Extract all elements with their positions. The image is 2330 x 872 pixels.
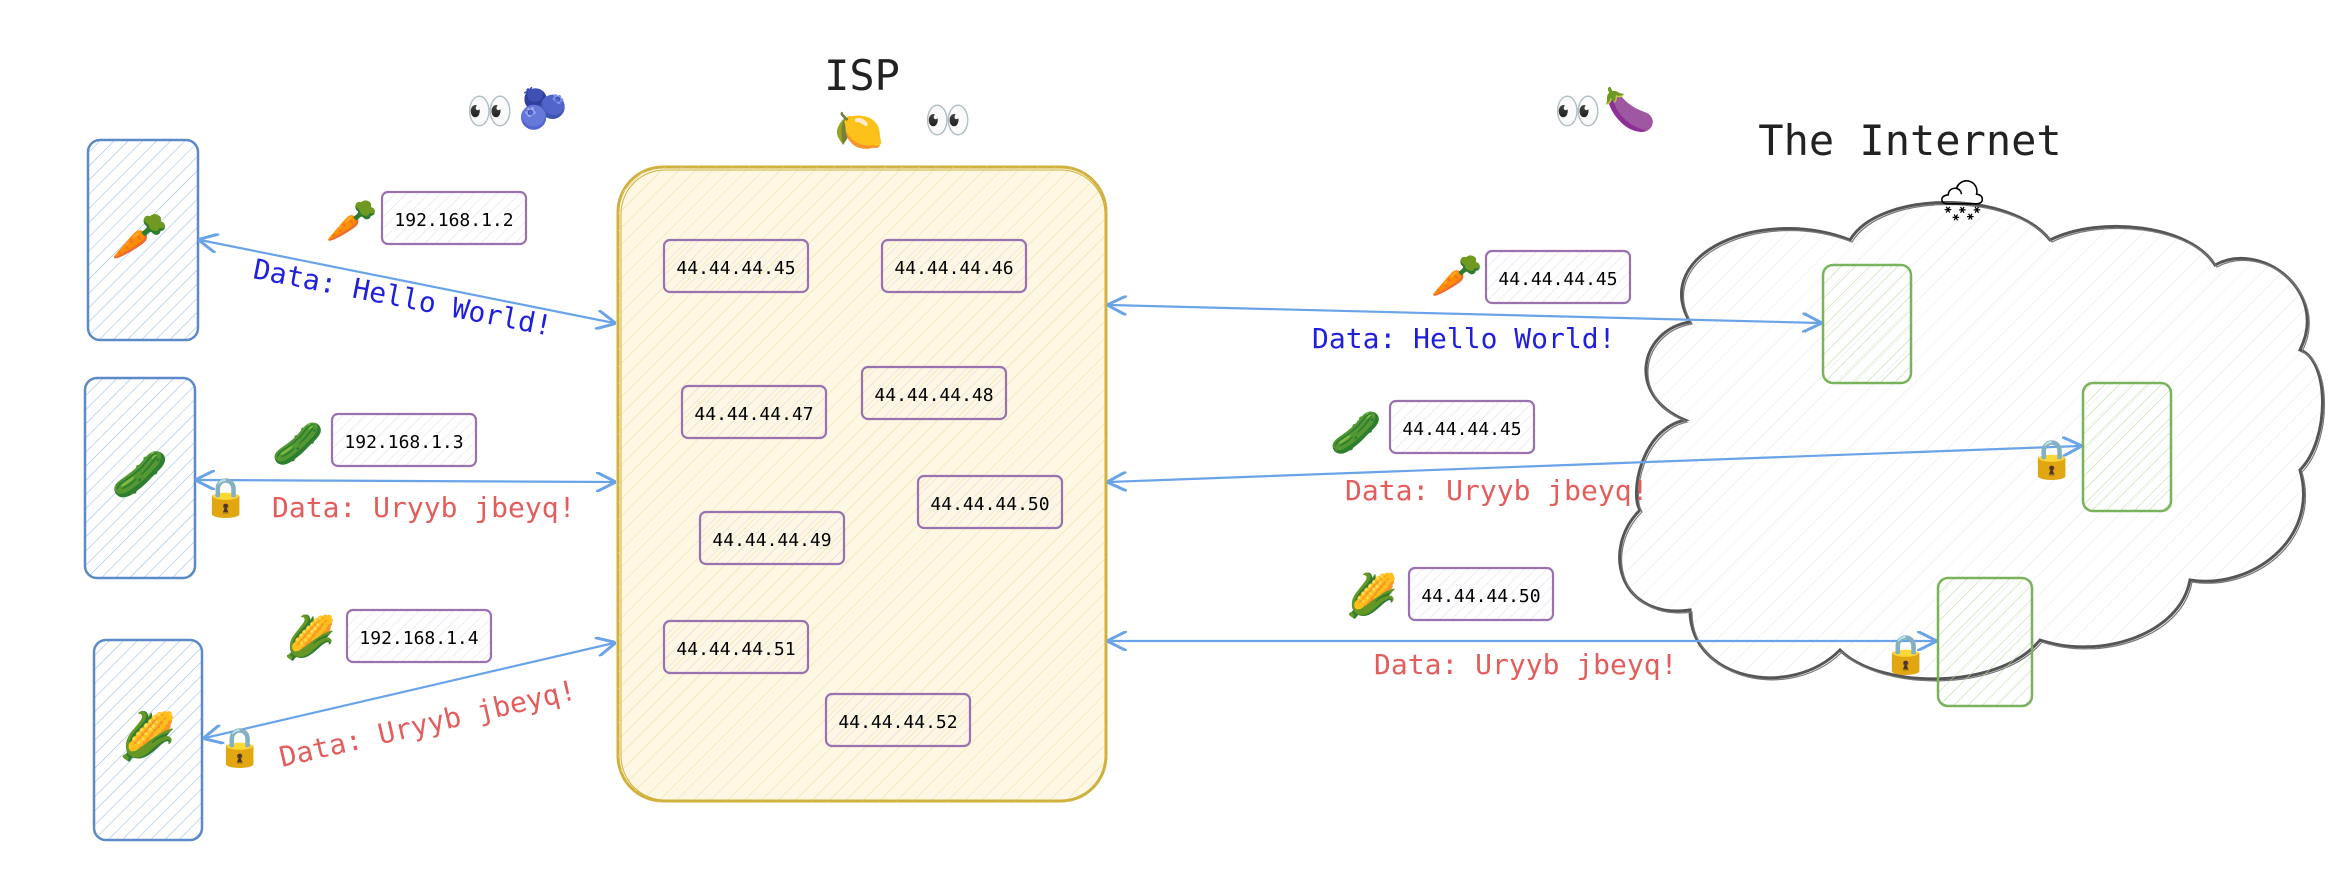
data-label-carrot: Data: Hello World!	[251, 252, 555, 342]
right-data-label-carrot: Data: Hello World!	[1312, 322, 1615, 355]
ip-pool-text-3: 44.44.44.47	[694, 404, 813, 425]
blueberry-emoji: 🫐	[518, 85, 568, 132]
right-ip-tag-cucumber-text: 44.44.44.45	[1402, 419, 1521, 440]
watcher-eyes-left: 👀	[466, 89, 513, 133]
eggplant-emoji: 🍆	[1604, 85, 1656, 134]
ip-pool-text-2: 44.44.44.46	[894, 258, 1013, 279]
arrow-corn-isp	[205, 643, 614, 738]
device-corn-emoji: 🌽	[119, 708, 176, 763]
ip-pool-tag-1	[662, 238, 810, 294]
data-label-corn: Data: Uryyb jbeyq!	[276, 673, 579, 773]
right-ip-tag-carrot	[1484, 249, 1632, 305]
right-ip-tag-corn-text: 44.44.44.50	[1421, 586, 1540, 607]
device-cucumber-label-emoji: 🥒	[272, 419, 324, 468]
internet-servers	[1821, 263, 2173, 708]
arrow-cucumber-isp	[197, 480, 614, 482]
ip-pool-tag-3	[680, 384, 828, 440]
ip-tag-corn	[345, 608, 493, 664]
cloud-snow-emoji: 🌨	[1937, 178, 1988, 224]
ip-tag-cucumber	[330, 412, 478, 468]
ip-pool-text-7: 44.44.44.51	[676, 639, 795, 660]
ip-tag-carrot-text: 192.168.1.2	[394, 210, 513, 231]
server-1	[1821, 263, 1913, 385]
arrow-isp-server2	[1109, 446, 2080, 482]
ip-pool-tag-8	[824, 692, 972, 748]
watcher-eyes-right: 👀	[1554, 89, 1601, 133]
ip-pool-text-1: 44.44.44.45	[676, 258, 795, 279]
lemon-emoji: 🍋	[834, 108, 884, 154]
right-ip-tag-carrot-text: 44.44.44.45	[1498, 269, 1617, 290]
device-carrot-emoji: 🥕	[111, 209, 168, 263]
ip-tag-carrot	[380, 190, 528, 246]
device-corn-label-emoji: 🌽	[284, 612, 336, 662]
internet-title: The Internet	[1758, 116, 2061, 165]
isp-ip-pool: 44.44.44.45 44.44.44.46 44.44.44.47 44.4…	[662, 238, 1064, 748]
ip-pool-tag-2	[880, 238, 1028, 294]
isp-eyes-emoji: 👀	[924, 98, 971, 142]
right-ip-tag-cucumber	[1388, 399, 1536, 455]
lock-icon-corn: 🔒	[216, 725, 263, 769]
data-label-cucumber: Data: Uryyb jbeyq!	[272, 491, 575, 524]
ip-pool-text-8: 44.44.44.52	[838, 712, 957, 733]
ip-pool-tag-4	[860, 365, 1008, 421]
arrow-carrot-isp	[200, 240, 614, 323]
device-carrot-label-emoji: 🥕	[326, 196, 378, 245]
right-arrows	[1109, 305, 2080, 641]
server-2	[2081, 381, 2173, 513]
right-link-carrot-emoji: 🥕	[1431, 251, 1483, 300]
arrow-isp-server1	[1109, 305, 1820, 323]
lock-icon-server3: 🔒	[1882, 632, 1929, 676]
right-data-label-cucumber: Data: Uryyb jbeyq!	[1345, 474, 1648, 507]
ip-pool-text-6: 44.44.44.49	[712, 530, 831, 551]
right-ip-tag-corn	[1407, 566, 1555, 622]
ip-pool-tag-7	[662, 619, 810, 675]
left-arrows	[197, 240, 614, 738]
isp-title: ISP	[824, 51, 900, 100]
right-data-label-corn: Data: Uryyb jbeyq!	[1374, 648, 1677, 681]
lock-icon-cucumber: 🔒	[202, 475, 249, 519]
ip-tag-corn-text: 192.168.1.4	[359, 628, 478, 649]
device-cucumber-emoji: 🥒	[111, 447, 168, 501]
ip-pool-text-4: 44.44.44.48	[874, 385, 993, 406]
ip-tag-cucumber-text: 192.168.1.3	[344, 432, 463, 453]
lock-icon-server2: 🔒	[2028, 437, 2075, 481]
right-link-corn-emoji: 🌽	[1346, 570, 1398, 620]
ip-pool-tag-6	[698, 510, 846, 566]
server-3	[1936, 576, 2034, 708]
right-link-cucumber-emoji: 🥒	[1330, 408, 1382, 457]
ip-pool-text-5: 44.44.44.50	[930, 494, 1049, 515]
ip-pool-tag-5	[916, 474, 1064, 530]
